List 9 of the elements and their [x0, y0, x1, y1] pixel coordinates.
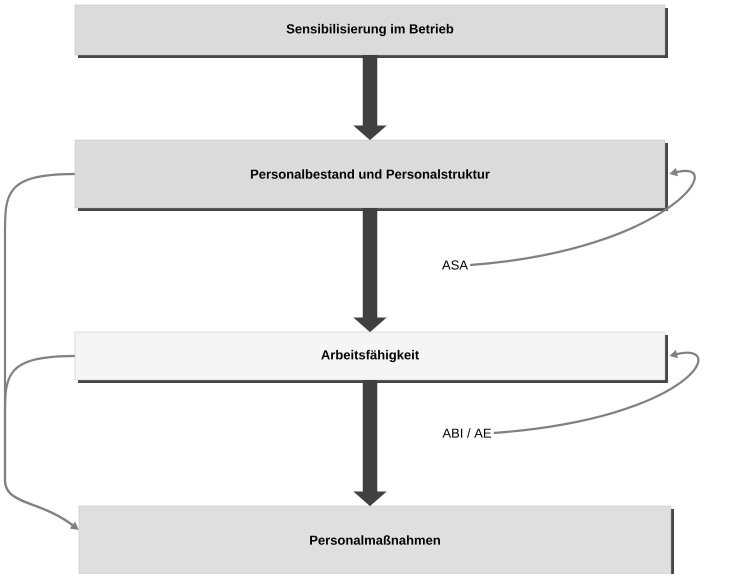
process-box: Sensibilisierung im Betrieb — [74, 4, 668, 58]
process-box: Personalbestand und Personalstruktur — [74, 140, 668, 211]
process-box: Arbeitsfähigkeit — [74, 332, 668, 383]
process-box: Personalmaßnahmen — [78, 506, 674, 574]
arrow — [354, 380, 386, 506]
arrow — [354, 54, 386, 140]
edge-label: ABI / AE — [442, 428, 491, 438]
arrow — [354, 208, 386, 332]
edge-label: ASA — [442, 260, 468, 270]
